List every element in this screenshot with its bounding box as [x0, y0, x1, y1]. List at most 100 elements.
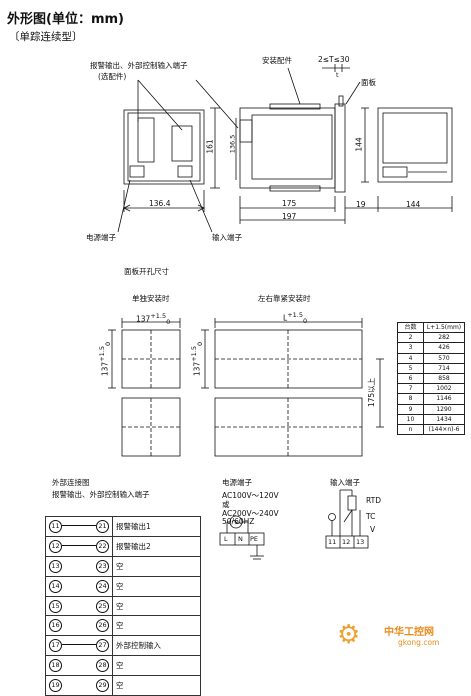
- cell-l: 570: [423, 352, 465, 364]
- cutout-height-137-b: 137+1.50: [190, 342, 204, 376]
- terminal-pin-a: 17: [49, 639, 62, 653]
- cell-count: 7: [397, 383, 424, 395]
- terminal-label: 空: [112, 675, 201, 696]
- table-header-row: 台数 L+1.5(mm): [397, 321, 465, 334]
- power-or: 或: [222, 500, 230, 509]
- label-ext-wiring-sub: 报警输出、外部控制输入端子: [52, 490, 150, 499]
- terminal-pin-a: 15: [49, 599, 62, 613]
- cell-count: 2: [397, 332, 424, 344]
- cutout-l-value: L: [283, 313, 288, 323]
- label-power-terminal-2: 电源端子: [222, 478, 252, 487]
- terminal-pin-a: 11: [49, 520, 62, 533]
- label-input-terminal: 输入端子: [212, 233, 242, 242]
- terminal-pin-a: 14: [49, 579, 62, 593]
- terminal-pin-b: 22: [96, 539, 109, 553]
- power-terminal-pe: PE: [250, 535, 259, 543]
- terminal-pin-b: 25: [96, 599, 109, 613]
- power-ac1: AC100V～120V: [222, 491, 279, 500]
- terminal-pin-b: 23: [96, 559, 109, 573]
- cutout-height-137: 137+1.50: [98, 342, 112, 376]
- terminal-label: 报警输出2: [112, 535, 201, 557]
- cell-count: 6: [397, 372, 424, 385]
- dimension-drawing: [108, 64, 453, 560]
- cell-count: 9: [397, 403, 424, 415]
- terminal-pin-b: 26: [96, 619, 109, 633]
- terminal-pin-b: 24: [96, 579, 109, 593]
- cell-count: 4: [397, 352, 424, 364]
- terminal-label: 空: [112, 575, 201, 597]
- dim-161: 161: [205, 139, 215, 154]
- power-ac2: AC200V～240V: [222, 509, 279, 518]
- terminal-pin-a: 13: [49, 559, 62, 573]
- terminal-label: 报警输出1: [112, 516, 201, 537]
- label-optional: (选配件): [98, 72, 127, 81]
- cell-count: n: [397, 423, 424, 436]
- switch-contact: [62, 644, 96, 646]
- cutout-width-tol: +1.5: [150, 312, 167, 320]
- terminal-label: 空: [112, 595, 201, 617]
- label-panel: 面板: [361, 78, 376, 87]
- terminal-pin-a: 19: [49, 679, 62, 693]
- power-terminal-n: N: [238, 535, 243, 543]
- watermark-url: gkong.com: [398, 638, 440, 647]
- cell-l: 714: [423, 362, 465, 374]
- power-hz: 50/60HZ: [222, 517, 255, 526]
- cell-l: 858: [423, 372, 465, 385]
- cutout-l: L+1.50: [283, 311, 307, 325]
- label-alarm-input-terminal: 报警输出、外部控制输入端子: [90, 61, 188, 70]
- cutout-width-137: 137+1.50: [136, 312, 170, 326]
- cutout-height-tol0: 0: [104, 341, 113, 347]
- dim-144-height: 144: [354, 137, 364, 152]
- terminal-pins: 12 22: [45, 535, 113, 557]
- cutout-height-b-value: 137: [192, 361, 202, 377]
- cell-count: 8: [397, 393, 424, 405]
- cell-l: 1146: [423, 393, 465, 405]
- label-t: t: [336, 71, 339, 79]
- dim-197: 197: [282, 212, 297, 221]
- terminal-pin-a: 16: [49, 619, 62, 633]
- cell-count: 5: [397, 362, 424, 374]
- cutout-height-value: 137: [100, 361, 110, 377]
- label-mount-part: 安装配件: [262, 56, 292, 65]
- label-single-mount: 单独安装时: [132, 294, 170, 303]
- dim-175: 175: [282, 199, 297, 208]
- input-rtd: RTD: [366, 496, 382, 505]
- cutout-height-b-tol: +1.5: [190, 346, 199, 362]
- terminal-label: 外部控制输入: [112, 635, 201, 657]
- label-ext-wiring: 外部连接图: [52, 478, 90, 487]
- terminal-pin-a: 12: [49, 539, 62, 553]
- label-input-terminal-2: 输入端子: [330, 478, 360, 487]
- watermark-brand: 中华工控网: [384, 627, 434, 638]
- cutout-width-tol0: 0: [166, 318, 171, 326]
- label-panel-cutout: 面板开孔尺寸: [124, 267, 169, 276]
- cutout-height-b-tol0: 0: [196, 341, 205, 347]
- terminal-pin-b: 29: [96, 679, 109, 693]
- header-l: L+1.5(mm): [423, 321, 465, 334]
- cell-l: 1002: [423, 383, 465, 395]
- input-v: V: [370, 525, 376, 534]
- header-count: 台数: [397, 321, 424, 334]
- terminal-label: 空: [112, 555, 201, 577]
- switch-contact: [62, 544, 96, 546]
- page-title: 外形图(单位：mm): [7, 12, 124, 27]
- cell-l: 426: [423, 342, 465, 354]
